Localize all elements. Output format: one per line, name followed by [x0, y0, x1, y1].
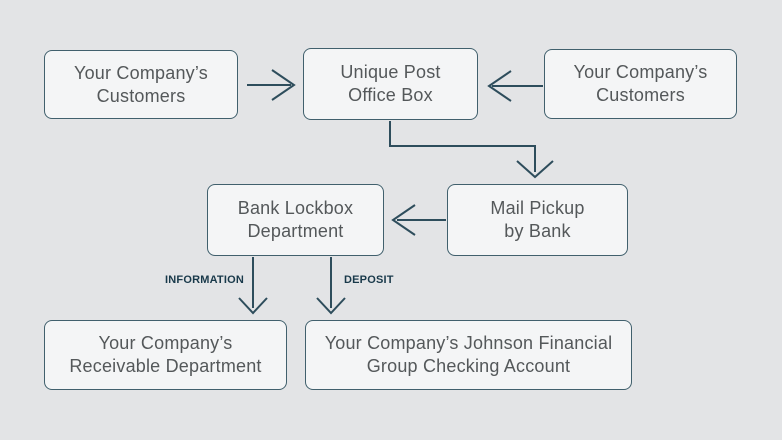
arrow-mail-pickup-to-lockbox — [391, 204, 446, 236]
node-mail-pickup-by-bank: Mail Pickup by Bank — [447, 184, 628, 256]
node-unique-post-office-box-label: Unique Post Office Box — [340, 62, 441, 105]
information-edge-label: INFORMATION — [165, 274, 244, 286]
node-unique-post-office-box: Unique Post Office Box — [303, 48, 478, 120]
node-customers-left: Your Company’s Customers — [44, 50, 238, 119]
deposit-edge-label: DEPOSIT — [344, 274, 394, 286]
node-checking-account-label: Your Company’s Johnson Financial Group C… — [324, 333, 613, 376]
node-customers-right-label: Your Company’s Customers — [573, 62, 708, 105]
node-bank-lockbox-department: Bank Lockbox Department — [207, 184, 384, 256]
arrow-pobox-to-mail-pickup — [389, 121, 554, 179]
arrow-customers-right-to-pobox — [487, 70, 543, 102]
node-customers-left-label: Your Company’s Customers — [74, 62, 208, 106]
arrow-lockbox-to-checking — [316, 257, 346, 315]
node-receivable-department: Your Company’s Receivable Department — [44, 320, 287, 390]
node-customers-right: Your Company’s Customers — [544, 49, 737, 119]
node-checking-account: Your Company’s Johnson Financial Group C… — [305, 320, 632, 390]
node-receivable-department-label: Your Company’s Receivable Department — [69, 333, 262, 376]
arrow-customers-left-to-pobox — [247, 69, 296, 101]
node-mail-pickup-by-bank-label: Mail Pickup by Bank — [490, 198, 585, 241]
node-bank-lockbox-department-label: Bank Lockbox Department — [237, 198, 354, 241]
